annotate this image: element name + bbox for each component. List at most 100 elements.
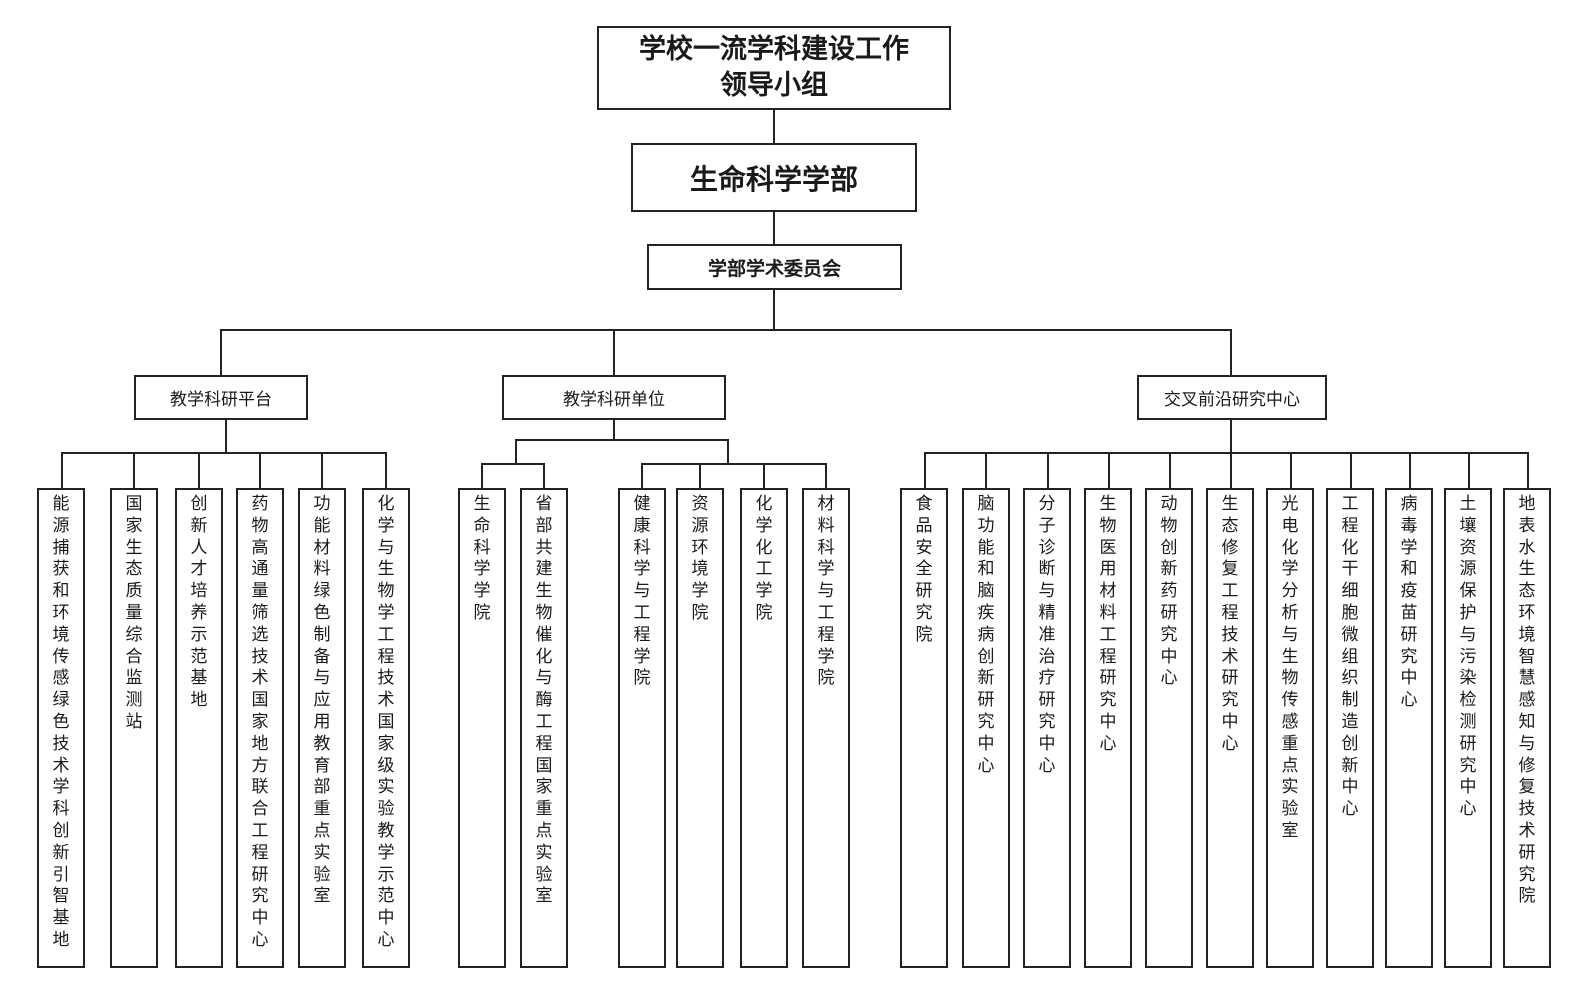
leaf-label: 药物高通量筛选技术国家地方联合工程研究中心 <box>251 494 269 950</box>
leaf-box: 健康科学与工程学院 <box>618 488 666 968</box>
leaf-box: 生物医用材料工程研究中心 <box>1084 488 1132 968</box>
connector-line <box>727 439 729 464</box>
connector-line <box>825 463 827 488</box>
connector-line <box>773 212 775 244</box>
leaf-label: 光电化学分析与生物传感重点实验室 <box>1281 494 1299 841</box>
connector-line <box>985 452 987 488</box>
leaf-box: 土壤资源保护与污染检测研究中心 <box>1444 488 1492 968</box>
leaf-label: 国家生态质量综合监测站 <box>125 494 143 732</box>
category-label: 交叉前沿研究中心 <box>1164 390 1300 410</box>
connector-line <box>1230 420 1232 453</box>
category-label: 教学科研单位 <box>563 390 665 410</box>
connector-line <box>773 290 775 330</box>
leaf-label: 功能材料绿色制备与应用教育部重点实验室 <box>313 494 331 907</box>
leaf-label: 病毒学和疫苗研究中心 <box>1400 494 1418 711</box>
connector-line <box>515 439 517 464</box>
leaf-box: 病毒学和疫苗研究中心 <box>1385 488 1433 968</box>
leaf-label: 省部共建生物催化与酶工程国家重点实验室 <box>535 494 553 907</box>
connector-line <box>1468 452 1470 488</box>
connector-line <box>321 452 323 488</box>
committee-label: 学部学术委员会 <box>707 257 841 280</box>
leaf-label: 化学与生物学工程技术国家级实验教学示范中心 <box>377 494 395 950</box>
leaf-label: 脑功能和脑疾病创新研究中心 <box>977 494 995 776</box>
leaf-box: 创新人才培养示范基地 <box>175 488 223 968</box>
connector-line <box>1230 452 1232 488</box>
connector-line <box>61 452 63 488</box>
leaf-box: 生态修复工程技术研究中心 <box>1206 488 1254 968</box>
leaf-label: 创新人才培养示范基地 <box>190 494 208 711</box>
connector-line <box>133 452 135 488</box>
leaf-box: 分子诊断与精准治疗研究中心 <box>1023 488 1071 968</box>
leaf-box: 国家生态质量综合监测站 <box>110 488 158 968</box>
connector-line <box>220 329 222 375</box>
connector-line <box>1108 452 1110 488</box>
connector-line <box>259 452 261 488</box>
leaf-label: 生物医用材料工程研究中心 <box>1099 494 1117 754</box>
connector-line <box>699 463 701 488</box>
committee-box: 学部学术委员会 <box>647 244 902 290</box>
leaf-box: 工程化干细胞微组织制造创新中心 <box>1326 488 1374 968</box>
leaf-label: 地表水生态环境智慧感知与修复技术研究院 <box>1518 494 1536 907</box>
faculty-box: 生命科学学部 <box>631 143 917 212</box>
connector-line <box>1409 452 1411 488</box>
leaf-box: 材料科学与工程学院 <box>802 488 850 968</box>
leaf-box: 地表水生态环境智慧感知与修复技术研究院 <box>1503 488 1551 968</box>
connector-line <box>641 463 827 465</box>
connector-line <box>385 452 387 488</box>
leaf-box: 能源捕获和环境传感绿色技术学科创新引智基地 <box>37 488 85 968</box>
category-label: 教学科研平台 <box>170 390 272 410</box>
category-platforms-box: 教学科研平台 <box>134 375 308 420</box>
connector-line <box>773 110 775 143</box>
leaf-label: 动物创新药研究中心 <box>1160 494 1178 689</box>
connector-line <box>613 329 615 375</box>
connector-line <box>1350 452 1352 488</box>
leaf-label: 工程化干细胞微组织制造创新中心 <box>1341 494 1359 820</box>
connector-line <box>198 452 200 488</box>
leaf-box: 动物创新药研究中心 <box>1145 488 1193 968</box>
connector-line <box>515 439 729 441</box>
leaf-label: 生态修复工程技术研究中心 <box>1221 494 1239 754</box>
connector-line <box>225 420 227 453</box>
leaf-label: 土壤资源保护与污染检测研究中心 <box>1459 494 1477 820</box>
leaf-label: 分子诊断与精准治疗研究中心 <box>1038 494 1056 776</box>
category-units-box: 教学科研单位 <box>502 375 726 420</box>
connector-line <box>543 463 545 488</box>
connector-line <box>924 452 926 488</box>
leaf-box: 省部共建生物催化与酶工程国家重点实验室 <box>520 488 568 968</box>
leaf-label: 健康科学与工程学院 <box>633 494 651 689</box>
connector-line <box>924 452 1529 454</box>
leaf-label: 能源捕获和环境传感绿色技术学科创新引智基地 <box>52 494 70 950</box>
leaf-label: 食品安全研究院 <box>915 494 933 645</box>
connector-line <box>481 463 483 488</box>
leadership-group-line2: 领导小组 <box>720 70 828 101</box>
leaf-box: 化学与生物学工程技术国家级实验教学示范中心 <box>362 488 410 968</box>
connector-line <box>1169 452 1171 488</box>
connector-line <box>1047 452 1049 488</box>
leaf-box: 生命科学学院 <box>458 488 506 968</box>
leaf-box: 功能材料绿色制备与应用教育部重点实验室 <box>298 488 346 968</box>
leaf-box: 化学化工学院 <box>740 488 788 968</box>
leadership-group-box: 学校一流学科建设工作 领导小组 <box>597 26 951 110</box>
connector-line <box>1230 329 1232 375</box>
connector-line <box>1290 452 1292 488</box>
connector-line <box>61 452 387 454</box>
leaf-label: 材料科学与工程学院 <box>817 494 835 689</box>
leaf-box: 光电化学分析与生物传感重点实验室 <box>1266 488 1314 968</box>
leaf-label: 生命科学学院 <box>473 494 491 623</box>
leaf-label: 资源环境学院 <box>691 494 709 623</box>
leaf-box: 脑功能和脑疾病创新研究中心 <box>962 488 1010 968</box>
connector-line <box>220 329 1232 331</box>
connector-line <box>763 463 765 488</box>
category-frontier-box: 交叉前沿研究中心 <box>1137 375 1327 420</box>
leaf-box: 资源环境学院 <box>676 488 724 968</box>
leaf-box: 药物高通量筛选技术国家地方联合工程研究中心 <box>236 488 284 968</box>
leaf-label: 化学化工学院 <box>755 494 773 623</box>
leaf-box: 食品安全研究院 <box>900 488 948 968</box>
connector-line <box>481 463 545 465</box>
connector-line <box>641 463 643 488</box>
faculty-label: 生命科学学部 <box>689 162 858 196</box>
connector-line <box>613 420 615 440</box>
leadership-group-line1: 学校一流学科建设工作 <box>639 34 909 65</box>
connector-line <box>1527 452 1529 488</box>
